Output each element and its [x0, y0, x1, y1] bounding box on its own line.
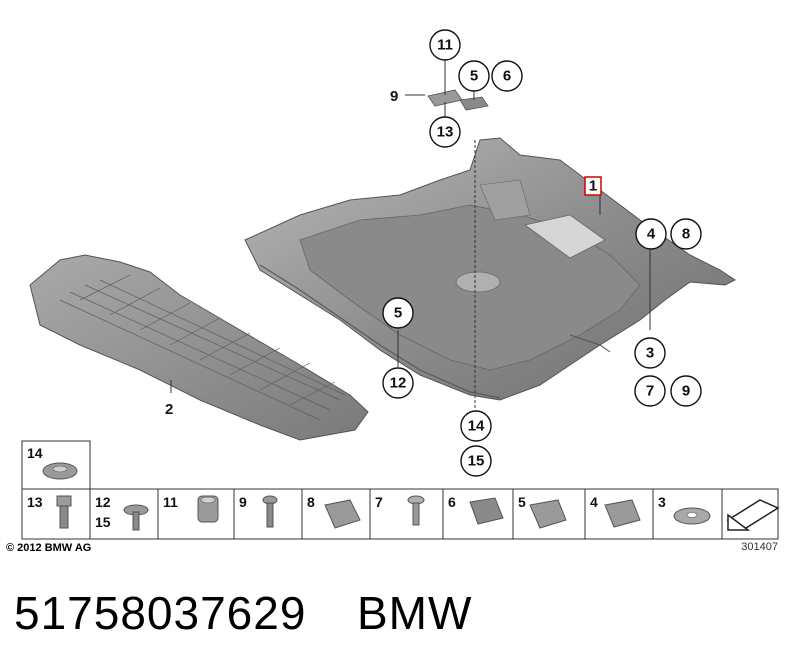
svg-text:11: 11 — [163, 494, 178, 510]
copyright-text: © 2012 BMW AG — [6, 542, 92, 554]
svg-text:15: 15 — [95, 514, 111, 530]
legend-part-6-nut-icon — [469, 497, 504, 525]
callout-13-top: 13 — [429, 116, 461, 148]
callout-11: 11 — [429, 29, 461, 61]
svg-text:15: 15 — [468, 453, 485, 470]
svg-text:13: 13 — [437, 124, 454, 141]
callout-4: 4 — [635, 218, 667, 250]
callout-3: 3 — [634, 337, 666, 369]
part-number: 51758037629 — [14, 587, 307, 639]
callout-5-mid: 5 — [382, 297, 414, 329]
svg-text:7: 7 — [375, 494, 383, 510]
callout-1: 1 — [584, 176, 602, 196]
svg-text:12: 12 — [390, 375, 407, 392]
svg-text:9: 9 — [390, 88, 398, 105]
svg-text:4: 4 — [647, 226, 656, 243]
callout-2: 2 — [165, 401, 173, 418]
svg-text:3: 3 — [646, 345, 654, 362]
top-clip-parts — [427, 89, 489, 111]
callout-7: 7 — [634, 375, 666, 407]
svg-text:6: 6 — [448, 494, 456, 510]
svg-text:7: 7 — [646, 383, 654, 400]
front-shield — [29, 254, 369, 441]
svg-text:8: 8 — [682, 226, 690, 243]
svg-text:14: 14 — [468, 418, 485, 435]
legend-part-9-screw-icon — [262, 495, 278, 528]
callout-12: 12 — [382, 367, 414, 399]
callout-15: 15 — [460, 445, 492, 477]
svg-text:5: 5 — [518, 494, 526, 510]
svg-text:9: 9 — [239, 494, 247, 510]
svg-text:12: 12 — [95, 494, 111, 510]
direction-arrow-icon — [726, 499, 780, 531]
svg-text:5: 5 — [470, 68, 478, 85]
callout-8: 8 — [670, 218, 702, 250]
legend-part-7-rivet-icon — [407, 495, 425, 526]
callout-6: 6 — [491, 60, 523, 92]
image-number: 301407 — [741, 541, 778, 553]
callout-5-top: 5 — [458, 60, 490, 92]
legend-part-3-washer-icon — [673, 507, 711, 525]
legend-part-14-icon — [42, 462, 78, 480]
legend-part-8-clip-icon — [324, 499, 361, 529]
legend-part-5-clip-icon — [529, 499, 567, 529]
svg-text:6: 6 — [503, 68, 511, 85]
svg-text:8: 8 — [307, 494, 315, 510]
legend-part-4-clip-icon — [604, 499, 641, 528]
svg-text:3: 3 — [658, 494, 666, 510]
svg-text:14: 14 — [27, 445, 43, 461]
legend-part-11-nut-icon — [197, 495, 219, 523]
leader-lines — [170, 60, 651, 410]
legend-part-12-screw-icon — [123, 504, 149, 531]
svg-text:4: 4 — [590, 494, 598, 510]
svg-text:9: 9 — [682, 383, 690, 400]
svg-text:11: 11 — [437, 37, 453, 54]
brand-name: BMW — [357, 587, 473, 639]
svg-text:5: 5 — [394, 305, 402, 322]
callout-9-top: 9 — [390, 88, 398, 105]
callout-9-right: 9 — [670, 375, 702, 407]
svg-text:13: 13 — [27, 494, 43, 510]
callout-14: 14 — [460, 410, 492, 442]
underbody-shield — [244, 137, 736, 401]
legend-part-13-bolt-icon — [56, 495, 72, 529]
fastener-legend: 14 13 12 15 11 9 8 7 6 5 4 3 — [21, 440, 780, 540]
svg-text:2: 2 — [165, 401, 173, 418]
svg-text:1: 1 — [589, 178, 597, 195]
